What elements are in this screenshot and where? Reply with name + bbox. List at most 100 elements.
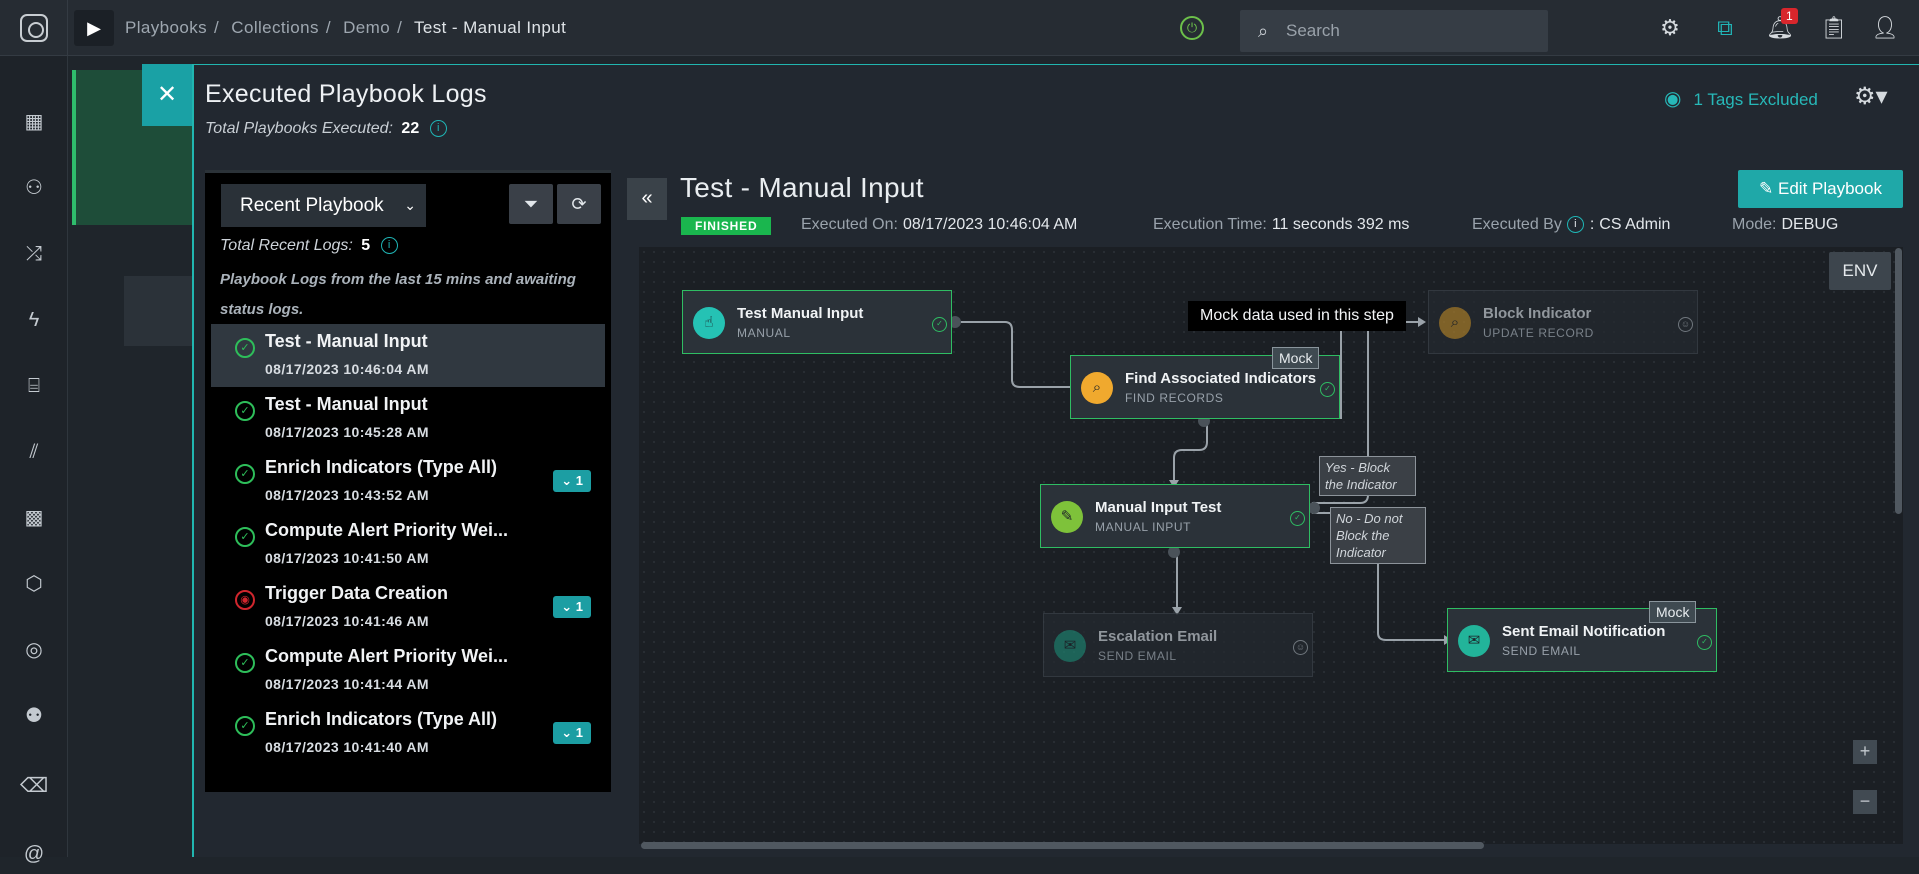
play-button[interactable]: ▶ <box>74 10 114 46</box>
notification-badge: 1 <box>1781 8 1798 24</box>
app-logo[interactable] <box>0 0 68 56</box>
close-button[interactable]: ✕ <box>142 64 192 126</box>
playbook-tree-icon[interactable]: ⧉ <box>1717 15 1733 40</box>
background-node-card <box>124 276 192 346</box>
tags-excluded[interactable]: ◉1 Tags Excluded <box>1664 86 1818 111</box>
shuffle-icon[interactable]: ⤮ <box>26 243 42 265</box>
node-subtitle: UPDATE RECORD <box>1483 326 1594 340</box>
total-executed-label: Total Playbooks Executed: <box>205 120 393 137</box>
node-subtitle: SEND EMAIL <box>1502 644 1581 658</box>
status-power-icon[interactable]: ⏻ <box>1180 16 1204 40</box>
node-block-indicator[interactable]: ⌕ Block Indicator UPDATE RECORD ☺ <box>1428 290 1698 354</box>
log-date: 08/17/2023 10:41:46 AM <box>265 613 429 629</box>
horizontal-scrollbar[interactable] <box>641 842 1484 849</box>
zoom-in-button[interactable]: + <box>1853 740 1877 764</box>
list-item[interactable]: ✓ Compute Alert Priority Wei... 08/17/20… <box>211 513 605 576</box>
recent-logs-note: Playbook Logs from the last 15 mins and … <box>220 271 576 318</box>
log-name: Enrich Indicators (Type All) <box>265 709 498 729</box>
modules-icon[interactable]: ▩ <box>24 507 44 529</box>
child-count-badge[interactable]: ⌄ 1 <box>553 470 591 492</box>
executed-on-value: 08/17/2023 10:46:04 AM <box>902 216 1078 233</box>
info-icon[interactable]: i <box>429 120 447 138</box>
settings-gear-icon[interactable]: ⚙ <box>1660 15 1680 40</box>
node-title: Escalation Email <box>1098 628 1218 645</box>
chevron-down-icon: ⌄ <box>404 197 416 213</box>
search-box[interactable]: ⌕ <box>1240 10 1548 52</box>
list-item[interactable]: ✓ Test - Manual Input 08/17/2023 10:46:0… <box>211 324 605 387</box>
email-icon: ✉ <box>1458 625 1490 657</box>
log-name: Compute Alert Priority Wei... <box>265 646 509 666</box>
node-manual-input-test[interactable]: ✎ Manual Input Test MANUAL INPUT ✓ <box>1040 484 1310 548</box>
pencil-icon: ✎ <box>1759 179 1774 198</box>
node-title: Block Indicator <box>1483 305 1592 322</box>
user-icon[interactable]: 👤︎ <box>1871 15 1899 40</box>
zoom-out-button[interactable]: − <box>1853 790 1877 814</box>
search-input[interactable] <box>1286 21 1526 41</box>
list-item[interactable]: ✓ Enrich Indicators (Type All) 08/17/202… <box>211 450 605 513</box>
log-date: 08/17/2023 10:41:44 AM <box>265 676 429 692</box>
executed-on: Executed On:08/17/2023 10:46:04 AM <box>801 216 1077 234</box>
refresh-icon: ⟳ <box>571 194 587 214</box>
list-item[interactable]: ✓ Compute Alert Priority Wei... 08/17/20… <box>211 639 605 702</box>
child-count-badge[interactable]: ⌄ 1 <box>553 596 591 618</box>
info-icon[interactable]: i <box>380 237 398 255</box>
shield-icon[interactable]: ⬡ <box>25 573 43 595</box>
recent-playbook-dropdown[interactable]: Recent Playbook ⌄ <box>221 184 426 227</box>
info-icon[interactable]: i <box>1566 216 1584 234</box>
success-check-icon: ✓ <box>235 653 255 673</box>
lightning-icon[interactable]: ϟ <box>28 309 40 331</box>
log-date: 08/17/2023 10:45:28 AM <box>265 424 429 440</box>
collapse-left-button[interactable]: « <box>627 178 667 220</box>
briefcase-icon[interactable]: ⌸ <box>28 375 40 397</box>
clipboard-icon[interactable]: 📋︎ <box>1820 15 1848 40</box>
breadcrumb-collections[interactable]: Collections <box>231 18 319 37</box>
success-check-icon: ✓ <box>1320 382 1335 397</box>
env-button[interactable]: ENV <box>1829 252 1891 290</box>
panel-settings-gear-icon[interactable]: ⚙▾ <box>1854 83 1888 110</box>
dashboard-icon[interactable]: ▦ <box>24 111 44 133</box>
node-escalation-email[interactable]: ✉ Escalation Email SEND EMAIL ☺ <box>1043 613 1313 677</box>
total-recent-label: Total Recent Logs: <box>220 237 353 254</box>
status-badge: FINISHED <box>681 217 772 235</box>
edge-label-yes: Yes - Block the Indicator <box>1319 456 1416 496</box>
mock-badge: Mock <box>1272 347 1320 369</box>
users-icon[interactable]: ⚉ <box>25 705 43 727</box>
recent-playbook-label: Recent Playbook <box>240 195 384 216</box>
log-name: Compute Alert Priority Wei... <box>265 520 509 540</box>
eye-slash-icon: ◉ <box>1664 88 1682 110</box>
filter-button[interactable]: ⏷ <box>509 184 553 224</box>
list-item[interactable]: ◉ Trigger Data Creation 08/17/2023 10:41… <box>211 576 605 639</box>
node-sent-email-notification[interactable]: ✉ Sent Email Notification SEND EMAIL ✓ <box>1447 608 1717 672</box>
total-executed: Total Playbooks Executed: 22 i <box>205 120 447 138</box>
list-item[interactable]: ✓ Enrich Indicators (Type All) 08/17/202… <box>211 702 605 765</box>
filter-icon: ⏷ <box>523 194 539 214</box>
node-find-associated-indicators[interactable]: ⌕ Find Associated Indicators FIND RECORD… <box>1070 355 1340 419</box>
teams-icon[interactable]: ⚇ <box>25 177 43 199</box>
trash-icon[interactable]: ⌫ <box>19 775 49 797</box>
node-test-manual-input[interactable]: ☝ Test Manual Input MANUAL ✓ <box>682 290 952 354</box>
panel-title: Executed Playbook Logs <box>205 80 487 108</box>
mock-badge: Mock <box>1649 601 1697 623</box>
child-count-badge[interactable]: ⌄ 1 <box>553 722 591 744</box>
mock-tooltip: Mock data used in this step <box>1188 301 1406 331</box>
mode: Mode:DEBUG <box>1732 216 1838 234</box>
skipped-status-icon: ☺ <box>1678 317 1693 332</box>
node-title: Find Associated Indicators <box>1125 370 1317 387</box>
analytics-icon[interactable]: ⫽ <box>29 441 39 463</box>
playbook-title: Test - Manual Input <box>680 172 924 203</box>
list-item[interactable]: ✓ Test - Manual Input 08/17/2023 10:45:2… <box>211 387 605 450</box>
email-icon: ✉ <box>1054 630 1086 662</box>
double-chevron-left-icon: « <box>641 187 653 209</box>
edge-label-no: No - Do not Block the Indicator <box>1330 507 1426 564</box>
globe-icon[interactable]: ◎ <box>25 639 43 661</box>
edit-playbook-button[interactable]: ✎ Edit Playbook <box>1738 170 1903 208</box>
skipped-status-icon: ☺ <box>1293 640 1308 655</box>
vertical-scrollbar[interactable] <box>1895 248 1902 514</box>
breadcrumb-demo[interactable]: Demo <box>343 18 391 37</box>
success-check-icon: ✓ <box>235 527 255 547</box>
refresh-button[interactable]: ⟳ <box>557 184 601 224</box>
log-name: Trigger Data Creation <box>265 583 449 603</box>
search-icon: ⌕ <box>1257 20 1269 41</box>
at-icon[interactable]: @ <box>23 843 45 865</box>
breadcrumb-playbooks[interactable]: Playbooks <box>125 18 208 37</box>
